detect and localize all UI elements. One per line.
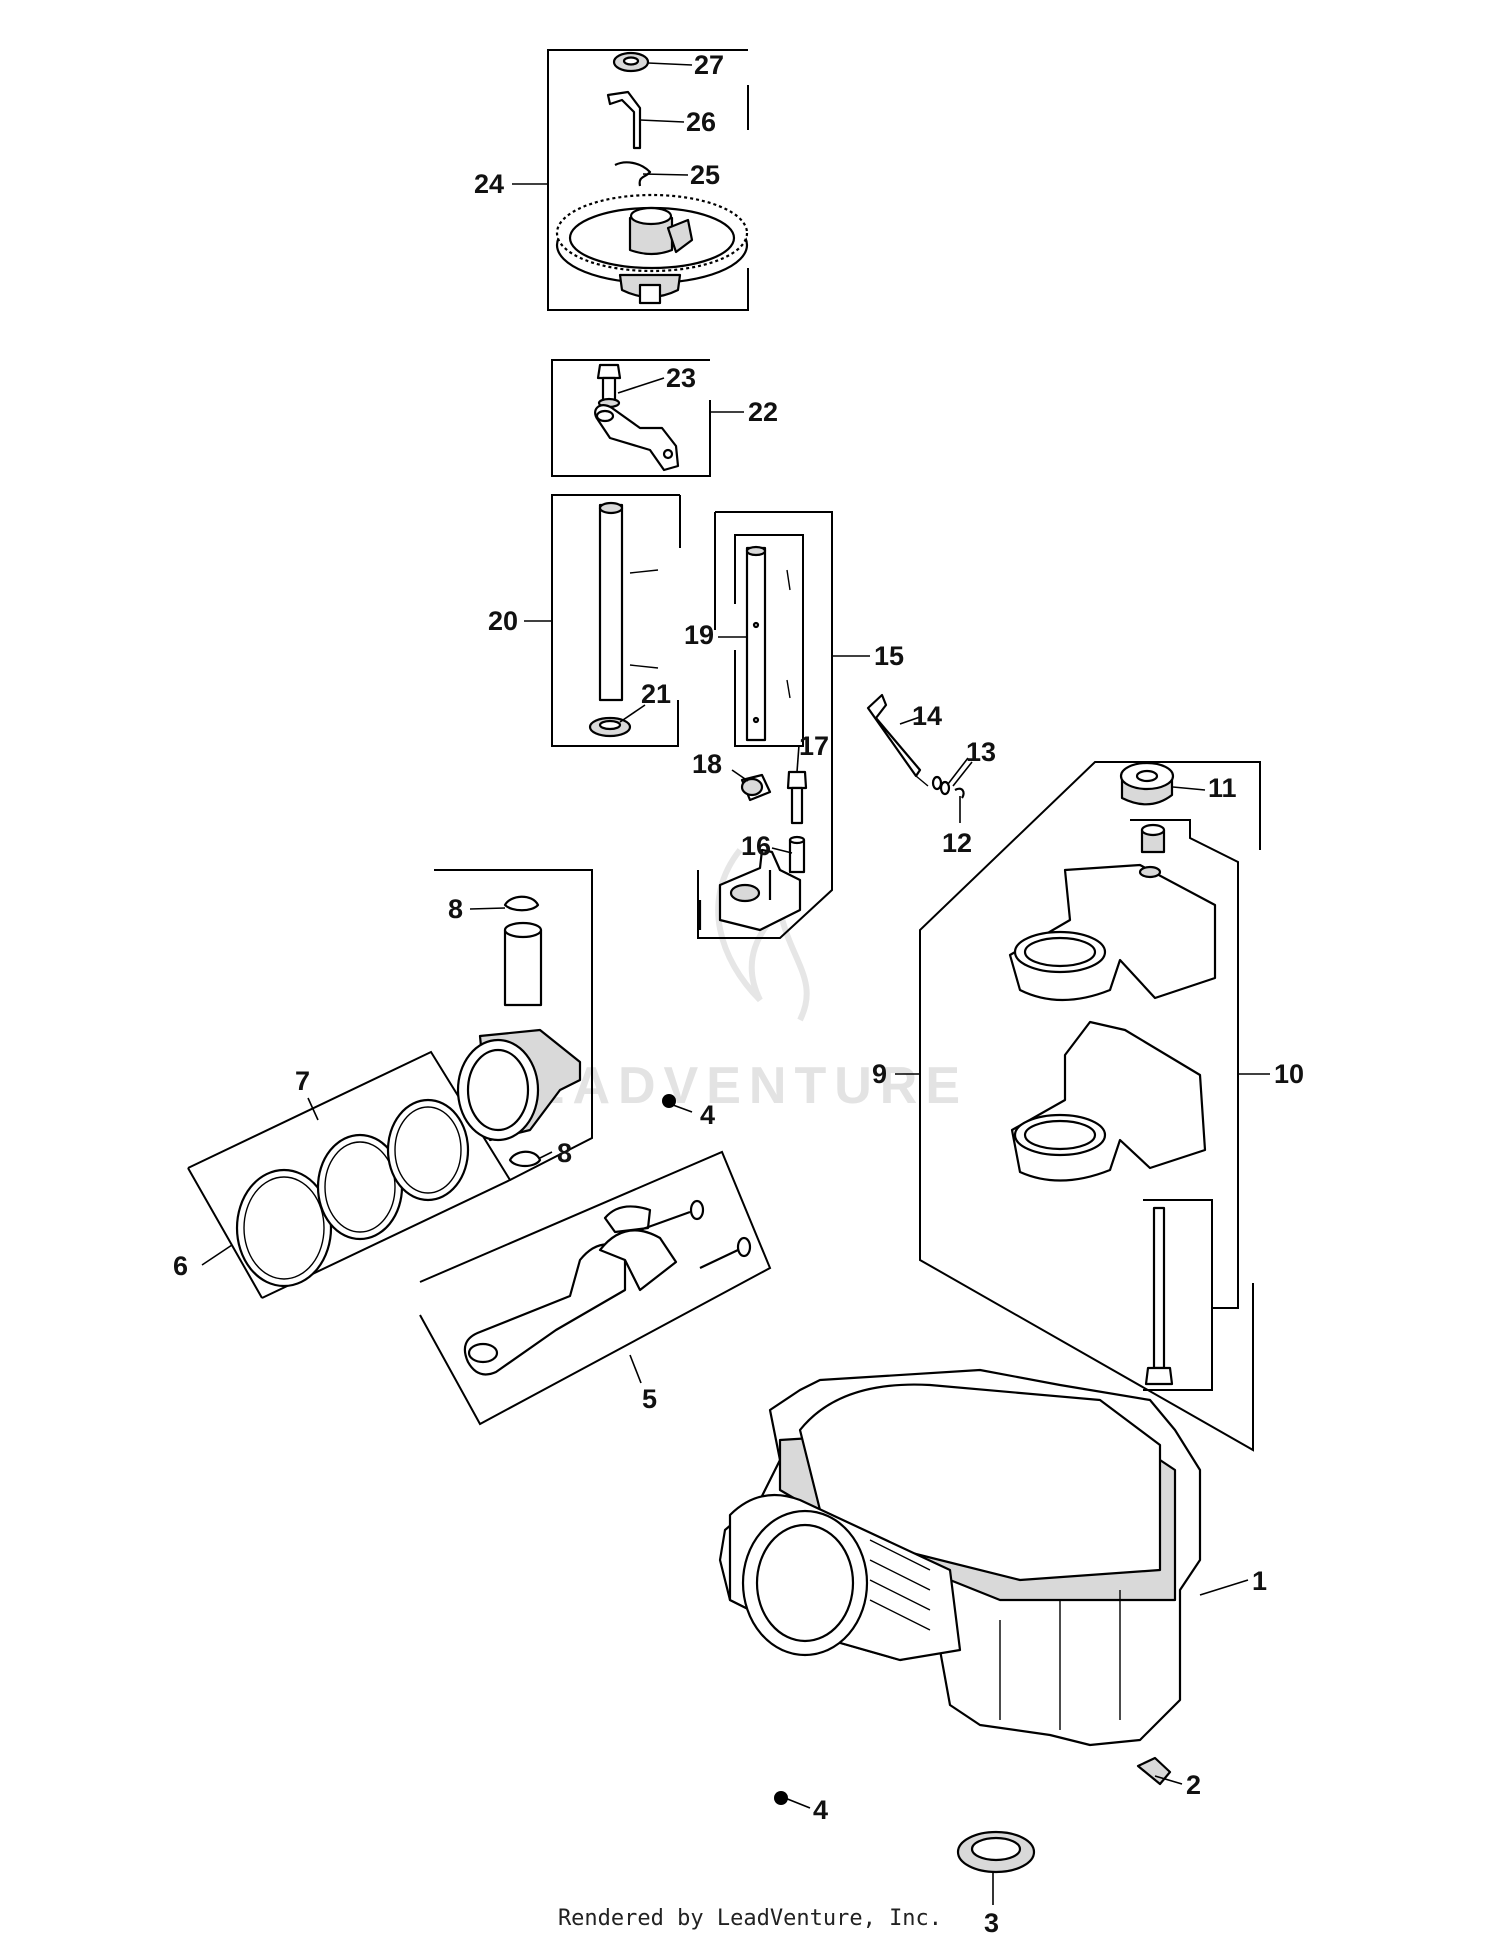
frame-pin-group — [734, 534, 804, 747]
piston-ring-oil — [386, 1098, 470, 1202]
washer-27 — [612, 51, 650, 73]
footer-credit: Rendered by LeadVenture, Inc. — [557, 1906, 943, 1931]
callout-labels: 1 2 3 4 4 5 6 7 8 8 9 10 11 12 13 14 15 … — [173, 50, 1304, 1938]
cam-11 — [1119, 761, 1175, 806]
governor-shaft-26 — [606, 90, 642, 150]
callout-16: 16 — [741, 831, 771, 861]
watermark-flame-logo — [715, 848, 810, 1022]
leader-lines — [201, 62, 1270, 1905]
piston-pin-clip-8b — [508, 1150, 542, 1168]
callout-1: 1 — [1252, 1566, 1267, 1596]
governor-lever-22 — [594, 404, 680, 472]
governor-gear-24 — [555, 193, 749, 305]
connecting-rod — [463, 1205, 678, 1376]
callout-22: 22 — [748, 397, 778, 427]
callout-2: 2 — [1186, 1770, 1201, 1800]
callout-20: 20 — [488, 606, 518, 636]
cross-shaft-14 — [866, 693, 929, 787]
callout-8b: 8 — [557, 1138, 572, 1168]
balance-weight-upper — [1008, 863, 1217, 1002]
frame-balance-weight-group — [1130, 819, 1239, 1391]
frame-piston-group — [434, 869, 593, 1181]
callout-6: 6 — [173, 1251, 188, 1281]
rod-bolt-2 — [699, 1236, 752, 1269]
piston — [456, 1028, 582, 1142]
callout-24: 24 — [474, 169, 504, 199]
bullet-dot-4a — [662, 1094, 676, 1108]
dowel-pin-16 — [788, 835, 806, 874]
callout-15: 15 — [874, 641, 904, 671]
callout-18: 18 — [692, 749, 722, 779]
clip-12 — [954, 787, 965, 799]
callout-13: 13 — [966, 737, 996, 767]
callout-7: 7 — [295, 1066, 310, 1096]
frame-shaft-group — [551, 494, 681, 747]
callout-26: 26 — [686, 107, 716, 137]
piston-ring-compression-1 — [235, 1168, 333, 1288]
piston-pin — [503, 921, 543, 1007]
oil-seal-3 — [956, 1830, 1036, 1874]
callout-3: 3 — [984, 1908, 999, 1938]
callout-8a: 8 — [448, 894, 463, 924]
fitting-18 — [740, 773, 772, 802]
bushing-small — [1140, 823, 1166, 854]
callout-11: 11 — [1208, 773, 1237, 803]
callout-25: 25 — [690, 160, 720, 190]
spring-pin-25 — [614, 161, 652, 187]
shaft-20 — [598, 501, 659, 702]
bullet-dot-4b — [774, 1791, 788, 1805]
callout-21: 21 — [641, 679, 671, 709]
retaining-ring-21 — [588, 716, 632, 738]
callout-9: 9 — [872, 1059, 887, 1089]
callout-23: 23 — [666, 363, 696, 393]
screw-17 — [786, 770, 808, 825]
callout-19: 19 — [684, 620, 714, 650]
callout-5: 5 — [642, 1384, 657, 1414]
frame-balancer-group — [919, 761, 1261, 1452]
callout-14: 14 — [912, 701, 942, 731]
callout-12: 12 — [942, 828, 972, 858]
piston-pin-clip-8a — [503, 895, 540, 912]
callout-4a: 4 — [700, 1100, 715, 1130]
frame-connecting-rod — [419, 1150, 772, 1426]
callout-17: 17 — [799, 731, 829, 761]
frame-governor-lever-group — [551, 359, 711, 477]
long-bolt — [1144, 1206, 1174, 1386]
rod-bolt-1 — [639, 1199, 705, 1232]
callout-10: 10 — [1274, 1059, 1304, 1089]
washers-13 — [931, 775, 951, 796]
balance-weight-lower — [1010, 1020, 1207, 1182]
crankcase-block — [718, 1368, 1202, 1747]
frame-governor-gear-assembly — [547, 49, 749, 311]
pump-shaft-19 — [745, 545, 791, 742]
piston-ring-compression-2 — [316, 1133, 404, 1241]
oil-pump-body-15 — [698, 848, 802, 932]
bolt-23 — [596, 363, 622, 409]
callout-27: 27 — [694, 50, 724, 80]
drain-plug-2 — [1136, 1756, 1172, 1786]
frame-oil-pump-group — [697, 511, 833, 939]
callout-4b: 4 — [813, 1795, 828, 1825]
